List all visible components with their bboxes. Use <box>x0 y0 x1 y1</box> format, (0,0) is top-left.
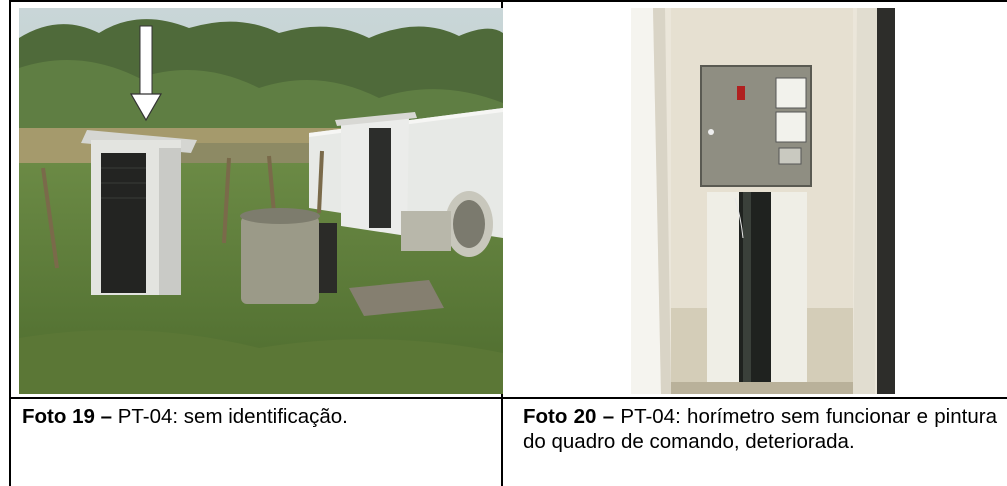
caption-photo-20-label: Foto 20 – <box>523 405 615 428</box>
table-border-row <box>9 397 1007 399</box>
photo-19 <box>19 8 503 394</box>
caption-photo-19: Foto 19 – PT-04: sem identificação. <box>22 404 502 429</box>
photo-20 <box>631 8 895 394</box>
table-border-left <box>9 0 11 486</box>
caption-photo-19-text: PT-04: sem identificação. <box>117 405 348 428</box>
caption-photo-20-text: PT-04: horímetro sem funcionar e pintura… <box>523 405 997 453</box>
caption-photo-20: Foto 20 – PT-04: horímetro sem funcionar… <box>523 404 997 454</box>
table-border-top <box>9 0 1007 2</box>
down-arrow-icon <box>129 25 163 122</box>
caption-photo-19-label: Foto 19 – <box>22 405 112 428</box>
photo-table: Foto 19 – PT-04: sem identificação. Foto… <box>9 0 1007 486</box>
